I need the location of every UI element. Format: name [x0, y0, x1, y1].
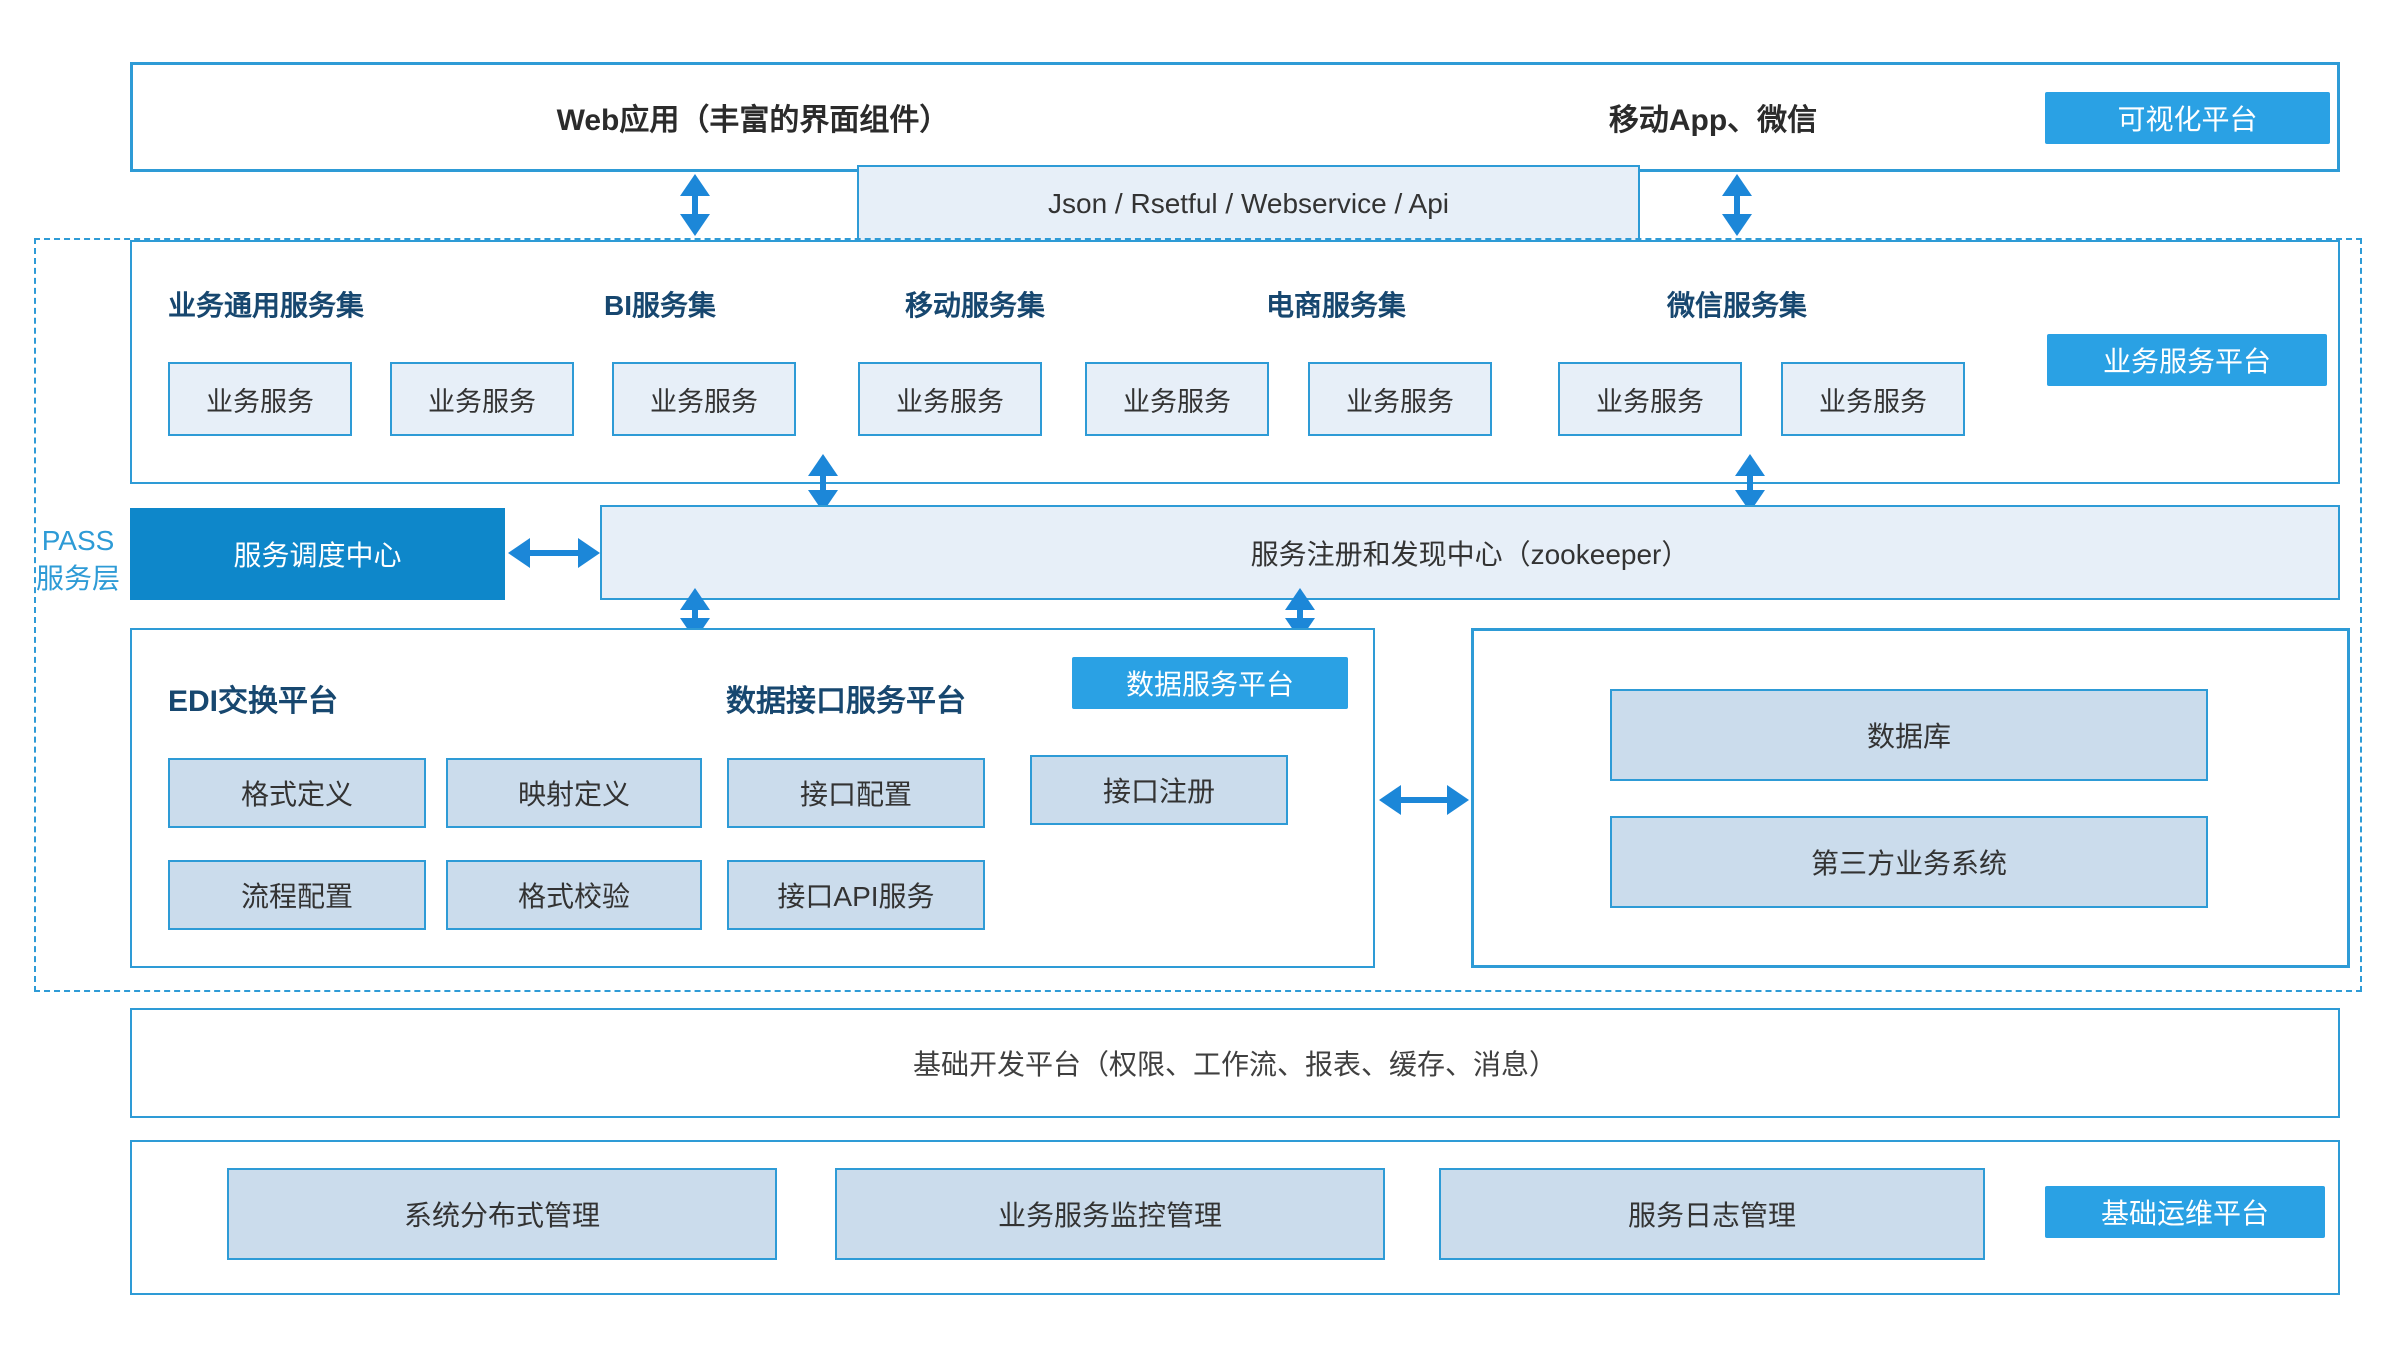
service-box: 业务服务: [168, 362, 352, 436]
service-dispatch-center: 服务调度中心: [130, 508, 505, 600]
service-registry-center: 服务注册和发现中心（zookeeper）: [600, 505, 2340, 600]
pass-layer-label: PASS 服务层: [18, 522, 138, 598]
pass-layer-dashed-region: [34, 238, 2362, 992]
edi-box-interface-config: 接口配置: [727, 758, 985, 828]
ops-box-monitor-mgmt: 业务服务监控管理: [835, 1168, 1385, 1260]
double-arrow-vertical-icon: [1735, 454, 1765, 512]
service-box: 业务服务: [1085, 362, 1269, 436]
mobile-app-label: 移动App、微信: [1608, 104, 1818, 137]
group-label-mobile: 移动服务集: [905, 290, 1046, 321]
visualization-platform-badge: 可视化平台: [2045, 92, 2330, 144]
pass-layer-label-line2: 服务层: [35, 562, 120, 594]
database-box: 数据库: [1610, 689, 2208, 781]
top-application-container: Web应用（丰富的界面组件） 移动App、微信: [130, 62, 2340, 172]
group-label-bi: BI服务集: [604, 290, 717, 321]
edi-box-process-config: 流程配置: [168, 860, 426, 930]
edi-box-interface-register: 接口注册: [1030, 755, 1288, 825]
edi-box-api-service: 接口API服务: [727, 860, 985, 930]
api-protocol-bar: Json / Rsetful / Webservice / Api: [857, 165, 1640, 242]
service-box: 业务服务: [858, 362, 1042, 436]
group-label-common: 业务通用服务集: [168, 290, 365, 321]
service-box: 业务服务: [1558, 362, 1742, 436]
service-box: 业务服务: [1781, 362, 1965, 436]
ops-box-distributed-mgmt: 系统分布式管理: [227, 1168, 777, 1260]
service-box: 业务服务: [390, 362, 574, 436]
edi-box-format-define: 格式定义: [168, 758, 426, 828]
group-label-wechat: 微信服务集: [1667, 290, 1808, 321]
edi-box-format-check: 格式校验: [446, 860, 702, 930]
double-arrow-vertical-icon: [680, 174, 710, 236]
third-party-system-box: 第三方业务系统: [1610, 816, 2208, 908]
service-box: 业务服务: [1308, 362, 1492, 436]
base-ops-platform-badge: 基础运维平台: [2045, 1186, 2325, 1238]
business-service-platform-badge: 业务服务平台: [2047, 334, 2327, 386]
double-arrow-vertical-icon: [1722, 174, 1752, 236]
double-arrow-horizontal-icon: [1379, 785, 1469, 815]
edi-platform-title: EDI交换平台: [168, 685, 339, 718]
ops-platform-container: 系统分布式管理 业务服务监控管理 服务日志管理: [130, 1140, 2340, 1295]
base-dev-platform-bar: 基础开发平台（权限、工作流、报表、缓存、消息）: [130, 1008, 2340, 1118]
web-app-label: Web应用（丰富的界面组件）: [556, 104, 950, 137]
data-interface-platform-title: 数据接口服务平台: [726, 685, 966, 718]
edi-box-mapping-define: 映射定义: [446, 758, 702, 828]
data-service-platform-badge: 数据服务平台: [1072, 657, 1348, 709]
service-box: 业务服务: [612, 362, 796, 436]
group-label-ecommerce: 电商服务集: [1266, 290, 1407, 321]
double-arrow-horizontal-icon: [508, 538, 600, 568]
external-systems-container: 数据库 第三方业务系统: [1471, 628, 2350, 968]
double-arrow-vertical-icon: [808, 454, 838, 512]
pass-layer-label-line1: PASS: [41, 525, 115, 556]
ops-box-log-mgmt: 服务日志管理: [1439, 1168, 1985, 1260]
